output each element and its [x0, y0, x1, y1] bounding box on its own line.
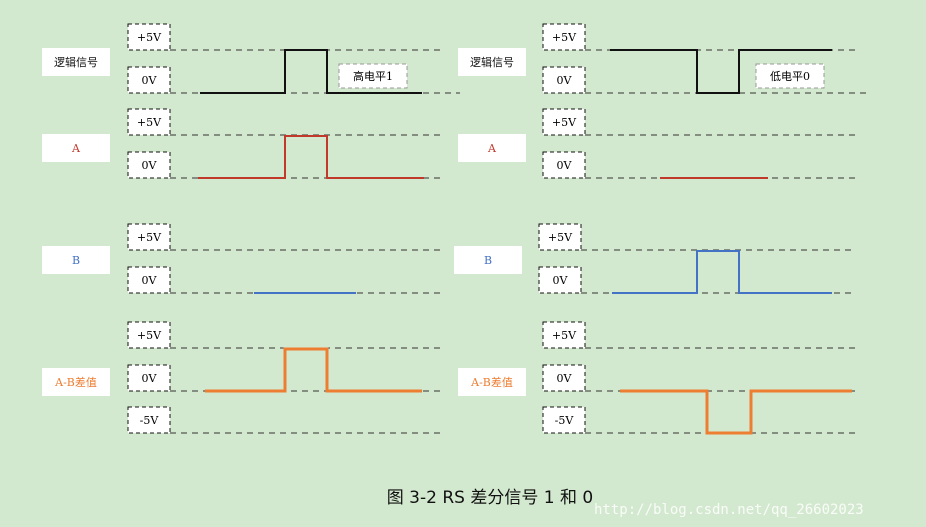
signal-label-box	[42, 246, 110, 274]
level-box-high	[538, 223, 582, 251]
level-label-high: +5V	[552, 116, 577, 129]
signal-label-diff: A-B差值	[470, 375, 513, 389]
level-box-low	[542, 406, 586, 434]
level-label-zero: 0V	[142, 274, 158, 287]
level-box-high	[127, 321, 171, 349]
signal-label-box	[42, 48, 110, 76]
level-box-zero	[538, 266, 582, 294]
level-box-high	[542, 108, 586, 136]
signal-label-logic: 逻辑信号	[470, 55, 514, 69]
right-diff-row: A-B差值 +5V 0V -5V	[458, 321, 855, 435]
level-box-high	[542, 321, 586, 349]
level-box-high	[127, 223, 171, 251]
level-box-zero	[127, 266, 171, 294]
signal-label-box	[458, 48, 526, 76]
level-box-zero	[542, 364, 586, 392]
level-label-low: -5V	[140, 414, 160, 427]
signal-label-box	[458, 134, 526, 162]
left-b-row: B +5V 0V	[42, 223, 440, 294]
figure-caption: 图 3-2 RS 差分信号 1 和 0	[387, 488, 593, 508]
level-label-low: -5V	[555, 414, 575, 427]
waveform-a	[198, 135, 424, 179]
level-box-low	[127, 406, 171, 434]
signal-label-logic: 逻辑信号	[54, 55, 98, 69]
right-b-row: B +5V 0V	[454, 223, 855, 294]
level-label-zero: 0V	[553, 274, 569, 287]
signal-label-b: B	[484, 254, 492, 267]
note-right: 低电平0	[770, 70, 810, 83]
signal-label-a: A	[487, 142, 497, 155]
level-box-zero	[542, 66, 586, 94]
level-label-high: +5V	[552, 329, 577, 342]
note-box	[755, 63, 825, 89]
signal-label-box	[458, 368, 526, 396]
level-box-high	[127, 23, 171, 51]
left-diff-row: A-B差值 +5V 0V -5V	[42, 321, 440, 434]
level-label-zero: 0V	[142, 372, 158, 385]
signal-label-box	[42, 134, 110, 162]
level-label-high: +5V	[137, 31, 162, 44]
right-logic-row: 逻辑信号 +5V 0V 低电平0	[458, 23, 866, 94]
level-box-high	[542, 23, 586, 51]
level-box-zero	[127, 151, 171, 179]
level-label-zero: 0V	[557, 74, 573, 87]
watermark: http://blog.csdn.net/qq_26602023	[594, 502, 864, 518]
level-box-zero	[127, 364, 171, 392]
waveform-logic	[200, 49, 422, 94]
level-label-high: +5V	[137, 116, 162, 129]
note-left: 高电平1	[353, 69, 393, 83]
waveform-diff	[205, 347, 422, 393]
level-label-high: +5V	[548, 231, 573, 244]
level-label-zero: 0V	[557, 372, 573, 385]
level-label-high: +5V	[137, 231, 162, 244]
note-box	[338, 63, 408, 89]
waveform-b	[612, 250, 832, 294]
waveform-diff	[620, 389, 852, 435]
signal-label-box	[454, 246, 522, 274]
signal-label-box	[42, 368, 110, 396]
waveform-logic	[610, 49, 832, 94]
right-a-row: A +5V 0V	[458, 108, 855, 179]
level-label-zero: 0V	[142, 74, 158, 87]
level-label-high: +5V	[137, 329, 162, 342]
signal-label-a: A	[71, 142, 81, 155]
level-box-high	[127, 108, 171, 136]
level-box-zero	[542, 151, 586, 179]
level-label-zero: 0V	[557, 159, 573, 172]
left-logic-row: 逻辑信号 +5V 0V 高电平1	[42, 23, 460, 94]
level-label-zero: 0V	[142, 159, 158, 172]
left-a-row: A +5V 0V	[42, 108, 440, 179]
level-box-zero	[127, 66, 171, 94]
signal-label-b: B	[72, 254, 80, 267]
signal-label-diff: A-B差值	[54, 375, 97, 389]
level-label-high: +5V	[552, 31, 577, 44]
